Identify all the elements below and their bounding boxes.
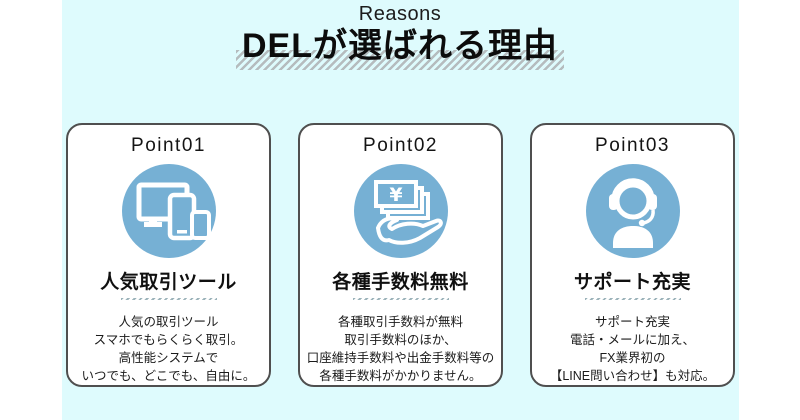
cards-row: Point01 人気取引ツール 人気の取引ツール スマホでもらくらく取引。 高性… <box>62 123 739 387</box>
body-line: 各種取引手数料が無料 <box>337 314 463 329</box>
point-label: Point01 <box>131 135 206 156</box>
body-line: 【LINE問い合わせ】も対応。 <box>549 368 716 383</box>
svg-text:¥: ¥ <box>389 184 402 206</box>
eyebrow-text: Reasons <box>358 3 442 25</box>
point-label: Point03 <box>595 135 670 156</box>
fee-free-money-hand-icon: ¥ <box>353 164 448 258</box>
body-line: 各種手数料がかかりません。 <box>319 368 482 383</box>
subtitle-hatch-underline <box>120 298 217 300</box>
card-body: サポート充実 電話・メールに加え、 FX業界初の 【LINE問い合わせ】も対応。 <box>550 313 715 386</box>
card-body: 各種取引手数料が無料 取引手数料のほか、 口座維持手数料や出金手数料等の 各種手… <box>307 313 495 386</box>
page-title: DELが選ばれる理由 <box>242 27 558 65</box>
body-line: 取引手数料のほか、 <box>344 332 457 347</box>
card-body: 人気の取引ツール スマホでもらくらく取引。 高性能システムで いつでも、どこでも… <box>82 313 256 386</box>
point-card-02: Point02 ¥ 各種手数料無料 各種取引手数料が無料 取引手数料のほか、 口… <box>298 123 503 387</box>
body-line: いつでも、どこでも、自由に。 <box>81 368 256 383</box>
point-card-01: Point01 人気取引ツール 人気の取引ツール スマホでもらくらく取引。 高性… <box>66 123 271 387</box>
body-line: サポート充実 <box>594 314 670 329</box>
body-line: 電話・メールに加え、 <box>569 332 695 347</box>
point-card-03: Point03 サポート充実 サポート充実 電話・メールに加え、 FX業界初の <box>530 123 735 387</box>
card-subtitle: 各種手数料無料 <box>332 272 469 293</box>
subtitle-hatch-underline <box>352 298 449 300</box>
subtitle-hatch-underline <box>584 298 681 300</box>
card-subtitle: 人気取引ツール <box>100 272 237 293</box>
title-hatch-band <box>236 50 564 70</box>
devices-icon <box>121 164 216 258</box>
point-label: Point02 <box>363 135 438 156</box>
body-line: スマホでもらくらく取引。 <box>93 332 244 347</box>
page-title-wrap: DELが選ばれる理由 <box>0 24 800 72</box>
support-headset-icon <box>585 164 680 258</box>
body-line: 高性能システムで <box>118 350 219 365</box>
body-line: 人気の取引ツール <box>118 314 219 329</box>
body-line: FX業界初の <box>599 350 666 365</box>
card-subtitle: サポート充実 <box>573 272 691 293</box>
body-line: 口座維持手数料や出金手数料等の <box>306 350 495 365</box>
